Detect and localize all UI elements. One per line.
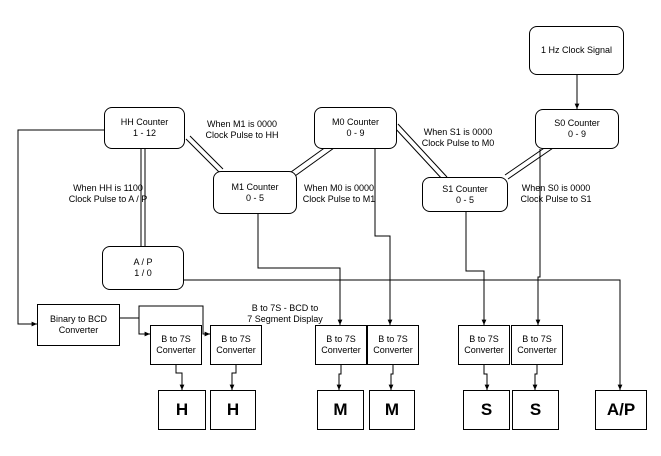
- note-b7s-caption-line2: 7 Segment Display: [247, 314, 323, 324]
- wire-b7s-3-to-m: [336, 365, 342, 390]
- hh-counter-block: HH Counter 1 - 12: [104, 107, 185, 149]
- wire-hh-to-bcd: [17, 129, 104, 327]
- note-hh-to-ap-line1: When HH is 1100: [73, 183, 143, 193]
- ap-label: A / P: [133, 257, 153, 267]
- display-am-pm-text: A/P: [606, 400, 636, 419]
- wire-b7s-4-to-m: [388, 365, 394, 390]
- b7s-label: B to 7S: [161, 334, 191, 344]
- b7s-sublabel: Converter: [156, 345, 196, 355]
- note-s0-to-s1-line1: When S0 is 0000: [521, 183, 591, 193]
- s0-counter-label: S0 Counter: [554, 118, 600, 128]
- m0-counter-label: M0 Counter: [331, 117, 380, 127]
- s1-counter-label: S1 Counter: [442, 183, 488, 194]
- wire-bcd-to-b7s-1: [120, 317, 150, 337]
- b7s-label: B to 7S: [221, 334, 251, 344]
- wire-m0-s1-a: [393, 126, 444, 181]
- b7s-sublabel: Converter: [517, 345, 557, 355]
- wire-m0-to-b7s-4: [374, 149, 393, 325]
- bcd-label-line2: Converter: [58, 325, 99, 335]
- display-hour-units-text: H: [226, 400, 240, 419]
- display-second-units: S: [512, 390, 559, 430]
- note-s0-to-s1: When S0 is 0000 Clock Pulse to S1: [515, 183, 597, 205]
- note-s1-to-m0-line2: Clock Pulse to M0: [421, 138, 495, 148]
- wire-s1-to-b7s-5: [465, 212, 487, 325]
- display-hour-units: H: [210, 390, 256, 430]
- s1-counter-range: 0 - 5: [455, 194, 474, 205]
- display-second-tens-text: S: [480, 400, 493, 419]
- wire-m1-to-b7s-3: [257, 214, 343, 325]
- b7s-label: B to 7S: [378, 334, 408, 344]
- b7s-converter-hour-tens: B to 7S Converter: [150, 325, 202, 365]
- ap-values: 1 / 0: [134, 268, 152, 278]
- b7s-sublabel: Converter: [464, 345, 504, 355]
- b7s-converter-minute-units: B to 7S Converter: [367, 325, 419, 365]
- s0-counter-range: 0 - 9: [567, 129, 586, 139]
- b7s-sublabel: Converter: [216, 345, 256, 355]
- wire-s1-s0-a: [507, 145, 557, 180]
- b7s-converter-second-units: B to 7S Converter: [511, 325, 563, 365]
- wire-hh-m1-a: [185, 138, 220, 173]
- display-minute-tens: M: [317, 390, 364, 430]
- note-m1-to-hh-line1: When M1 is 0000: [206, 119, 278, 129]
- m1-counter-block: M1 Counter 0 - 5: [213, 171, 297, 214]
- binary-to-bcd-block: Binary to BCD Converter: [37, 304, 120, 346]
- wire-b7s-5-to-s: [483, 365, 490, 390]
- m1-counter-label: M1 Counter: [231, 181, 279, 192]
- ap-block: A / P 1 / 0: [102, 246, 184, 290]
- display-minute-tens-text: M: [333, 400, 348, 419]
- wire-s0-to-b7s-6: [535, 149, 541, 325]
- note-s1-to-m0-line1: When S1 is 0000: [423, 127, 493, 137]
- m1-counter-range: 0 - 5: [245, 192, 264, 203]
- s1-counter-block: S1 Counter 0 - 5: [422, 177, 508, 212]
- display-minute-units: M: [369, 390, 415, 430]
- m0-counter-block: M0 Counter 0 - 9: [314, 107, 397, 149]
- b7s-converter-second-tens: B to 7S Converter: [458, 325, 510, 365]
- note-m1-to-hh: When M1 is 0000 Clock Pulse to HH: [201, 119, 283, 141]
- m0-counter-range: 0 - 9: [346, 128, 365, 138]
- display-hour-tens: H: [158, 390, 206, 430]
- display-hour-tens-text: H: [175, 400, 189, 419]
- display-second-units-text: S: [529, 400, 542, 419]
- bcd-label-line1: Binary to BCD: [49, 314, 108, 324]
- display-minute-units-text: M: [384, 400, 400, 419]
- b7s-sublabel: Converter: [321, 345, 361, 355]
- b7s-sublabel: Converter: [373, 345, 413, 355]
- wire-m1-m0-a: [294, 147, 335, 177]
- b7s-converter-minute-tens: B to 7S Converter: [315, 325, 367, 365]
- b7s-label: B to 7S: [326, 334, 356, 344]
- note-m0-to-m1: When M0 is 0000 Clock Pulse to M1: [298, 183, 380, 205]
- b7s-label: B to 7S: [522, 334, 552, 344]
- hh-counter-label: HH Counter: [120, 117, 169, 127]
- note-s0-to-s1-line2: Clock Pulse to S1: [520, 194, 592, 204]
- note-s1-to-m0: When S1 is 0000 Clock Pulse to M0: [417, 127, 499, 149]
- s0-counter-block: S0 Counter 0 - 9: [535, 109, 619, 149]
- wire-b7s-2-to-h: [229, 365, 237, 390]
- wire-ap-to-display: [184, 279, 623, 390]
- note-b7s-caption-line1: B to 7S - BCD to: [251, 303, 319, 313]
- b7s-label: B to 7S: [469, 334, 499, 344]
- b7s-converter-hour-units: B to 7S Converter: [210, 325, 262, 365]
- note-m1-to-hh-line2: Clock Pulse to HH: [205, 130, 279, 140]
- display-am-pm: A/P: [595, 390, 647, 430]
- note-b7s-caption: B to 7S - BCD to 7 Segment Display: [242, 303, 328, 325]
- clock-signal-label: 1 Hz Clock Signal: [540, 45, 613, 55]
- note-m0-to-m1-line1: When M0 is 0000: [303, 183, 375, 193]
- note-hh-to-ap-line2: Clock Pulse to A / P: [68, 194, 148, 204]
- wire-hh-m1-b: [189, 135, 224, 170]
- display-second-tens: S: [463, 390, 510, 430]
- note-hh-to-ap: When HH is 1100 Clock Pulse to A / P: [58, 183, 158, 205]
- wire-b7s-1-to-h: [175, 365, 185, 390]
- wire-b7s-6-to-s: [532, 365, 538, 390]
- clock-signal-block: 1 Hz Clock Signal: [529, 26, 624, 75]
- hh-counter-range: 1 - 12: [132, 128, 156, 138]
- wire-bcd-to-b7s-2: [138, 305, 210, 337]
- wire-m0-s1-b: [397, 123, 448, 178]
- note-m0-to-m1-line2: Clock Pulse to M1: [302, 194, 376, 204]
